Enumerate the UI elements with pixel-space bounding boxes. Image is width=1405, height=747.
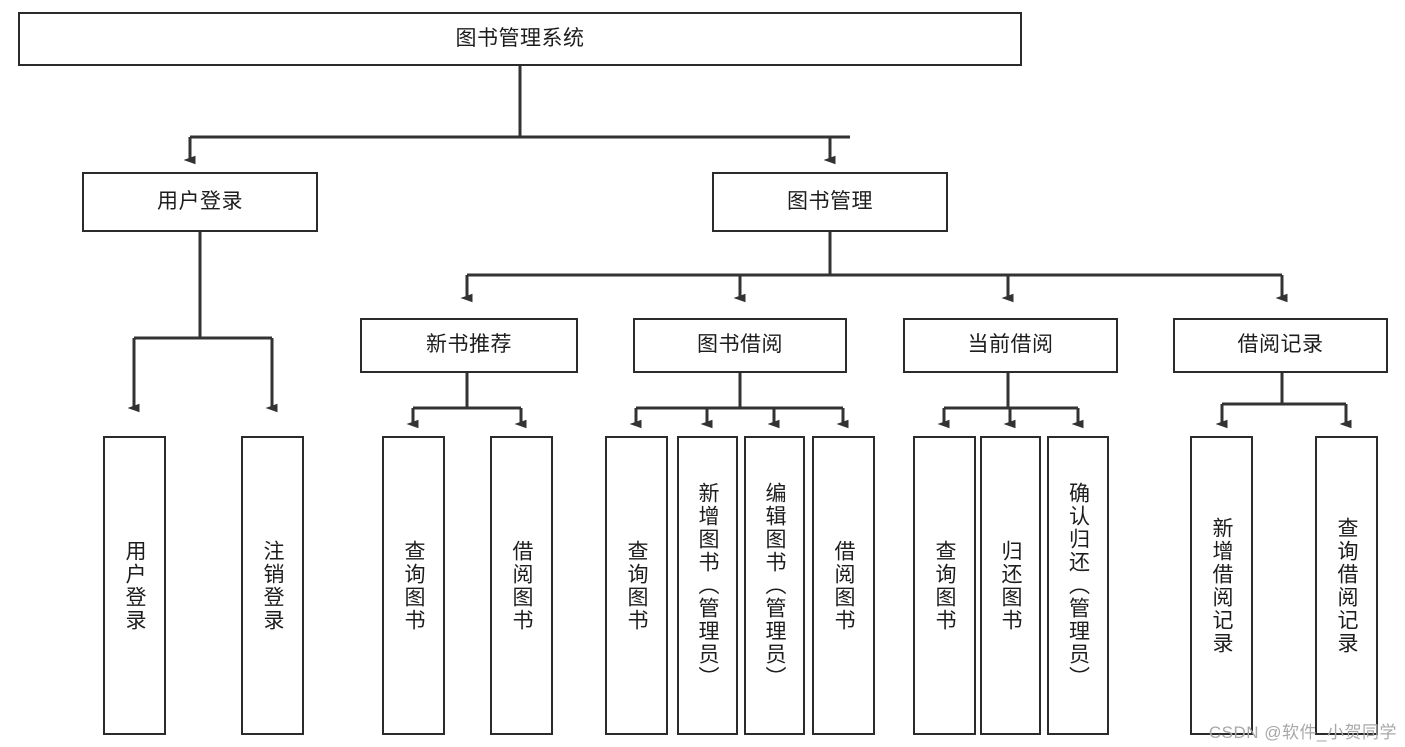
node-label: 归还图书	[999, 539, 1023, 632]
csdn-watermark: CSDN @软件_小贺同学	[1208, 723, 1397, 742]
node-label: 用户登录	[157, 189, 243, 213]
node-user-login[interactable]: 用户登录	[82, 172, 318, 232]
leaf-borrow-borrow-book[interactable]: 借阅图书	[812, 436, 875, 735]
node-borrow-records[interactable]: 借阅记录	[1173, 318, 1388, 373]
leaf-current-query-book[interactable]: 查询图书	[913, 436, 976, 735]
leaf-borrow-query-book[interactable]: 查询图书	[605, 436, 668, 735]
node-label: 图书借阅	[697, 333, 783, 357]
leaf-new-book-borrow-book[interactable]: 借阅图书	[490, 436, 553, 735]
leaf-borrow-edit-book-admin[interactable]: 编辑图书（管理员）	[744, 436, 805, 735]
node-label: 新增图书（管理员）	[696, 482, 720, 689]
node-label: 注销登录	[261, 539, 285, 632]
leaf-borrow-add-book-admin[interactable]: 新增图书（管理员）	[677, 436, 738, 735]
node-label: 图书管理系统	[455, 26, 585, 50]
leaf-records-query-record[interactable]: 查询借阅记录	[1315, 436, 1378, 735]
node-label: 查询图书	[625, 539, 649, 632]
leaf-records-add-record[interactable]: 新增借阅记录	[1190, 436, 1253, 735]
node-label: 图书管理	[787, 189, 873, 213]
node-label: 新增借阅记录	[1210, 516, 1234, 655]
leaf-current-return-book[interactable]: 归还图书	[980, 436, 1041, 735]
node-book-management[interactable]: 图书管理	[712, 172, 948, 232]
node-label: 确认归还（管理员）	[1066, 482, 1090, 689]
leaf-user-login[interactable]: 用户登录	[103, 436, 166, 735]
node-label: 查询图书	[933, 539, 957, 632]
node-label: 借阅图书	[510, 539, 534, 632]
leaf-current-confirm-return-admin[interactable]: 确认归还（管理员）	[1047, 436, 1109, 735]
node-book-borrow[interactable]: 图书借阅	[633, 318, 847, 373]
node-new-book-recommend[interactable]: 新书推荐	[360, 318, 578, 373]
node-label: 新书推荐	[426, 333, 512, 357]
node-label: 编辑图书（管理员）	[763, 482, 787, 689]
node-label: 查询借阅记录	[1335, 516, 1359, 655]
node-label: 查询图书	[402, 539, 426, 632]
node-label: 借阅记录	[1237, 333, 1324, 357]
node-label: 当前借阅	[967, 333, 1054, 357]
node-label: 用户登录	[123, 539, 147, 632]
node-current-borrow[interactable]: 当前借阅	[903, 318, 1118, 373]
leaf-logout[interactable]: 注销登录	[241, 436, 304, 735]
node-label: 借阅图书	[832, 539, 856, 632]
leaf-new-book-query-book[interactable]: 查询图书	[382, 436, 445, 735]
node-root-book-management-system[interactable]: 图书管理系统	[18, 12, 1022, 66]
